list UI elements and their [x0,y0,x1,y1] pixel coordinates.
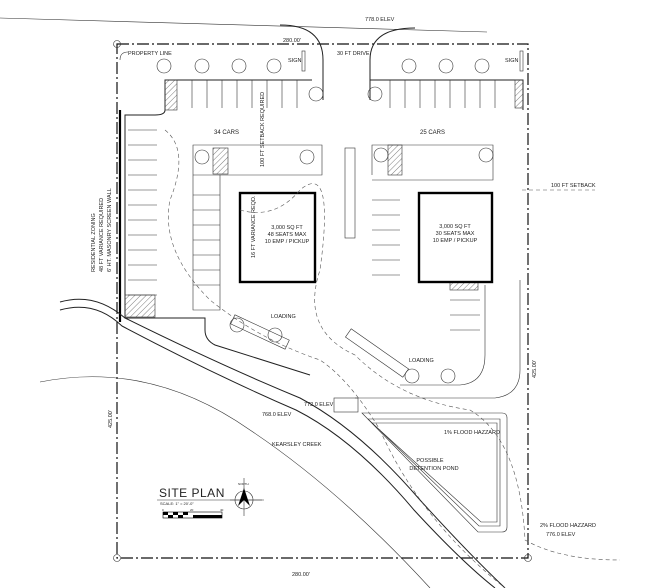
cars-left-label: 34 CARS [214,130,239,136]
building-right-line: 3,000 SQ FT [439,224,471,230]
right-dimension: 425.00' [532,360,538,378]
elev-772-label: 772.0 ELEV [304,402,334,408]
bottom-dimension: 280.00' [292,572,310,578]
property-line [116,43,529,559]
setback-label: 100 FT SETBACK [551,183,596,189]
loading-left-label: LOADING [271,314,296,320]
loading-right-label: LOADING [409,358,434,364]
scale-tick: 40 [220,508,224,512]
building-left-line: 3,000 SQ FT [271,225,303,231]
creek-bank [39,298,506,588]
corner-marker [113,40,121,48]
top-dimension: 280.00' [283,38,301,44]
zoning-note: RESIDENTIAL ZONING 48 FT VARIANCE REQUIR… [91,188,113,272]
drive-label: 30 FT DRIVE [337,51,370,57]
svg-text:RESIDENTIAL ZONING: RESIDENTIAL ZONING [91,213,97,272]
scale-tick: 0 [162,508,164,512]
pond-label: POSSIBLE [416,458,444,464]
north-label: NORTH [238,482,249,486]
corner-marker [524,554,532,562]
right-parking-lot [355,79,524,399]
left-parking-lot [118,79,323,376]
building-right-line: 30 SEATS MAX [436,231,475,237]
building-left-line: 10 EMP / PICKUP [265,239,310,245]
scale-tick: 20 [190,508,194,512]
creek-line [39,376,431,588]
top-elev-label: 778.0 ELEV [365,17,395,23]
drive-curb-left [279,24,324,100]
flood-2-label: 2% FLOOD HAZZARD [540,523,596,529]
truck [230,314,290,350]
building-right [417,191,494,284]
truck [344,147,356,239]
building-right-line: 10 EMP / PICKUP [433,238,478,244]
contour-lines [164,129,621,588]
svg-text:48 FT VARIANCE REQUIRED: 48 FT VARIANCE REQUIRED [99,198,105,272]
sign-right-label: SIGN [505,58,518,64]
flood-1-label: 1% FLOOD HAZZARD [444,430,500,436]
elev-768-label: 768.0 ELEV [262,412,292,418]
left-dimension: 425.00' [108,410,114,428]
road-edge [0,17,488,33]
scale-bar [162,511,223,519]
elev-776-label: 776.0 ELEV [546,532,576,538]
sign-left-label: SIGN [288,58,301,64]
site-plan-title: SITE PLAN [159,486,225,500]
corner-marker [113,554,121,562]
detention-pond [361,412,508,533]
property-line-label: PROPERTY LINE [128,51,172,57]
dumpster [333,397,359,413]
building-left-line: 48 SEATS MAX [268,232,307,238]
scale-label: SCALE: 1" = 20'-0" [160,501,194,506]
pond-label: DETENTION POND [409,466,458,472]
setback-required-label: 100 FT SETBACK REQUIRED [260,92,266,167]
trees [156,58,494,384]
cars-right-label: 25 CARS [420,130,445,136]
creek-label: KEARSLEY CREEK [272,442,322,448]
truck [345,328,409,378]
drive-curb-right [369,27,416,100]
north-arrow-icon [230,478,264,516]
svg-text:6' HT. MASONRY SCREEN WALL: 6' HT. MASONRY SCREEN WALL [107,188,113,272]
variance-label: 16 FT VARIANCE REQD. [251,195,257,258]
